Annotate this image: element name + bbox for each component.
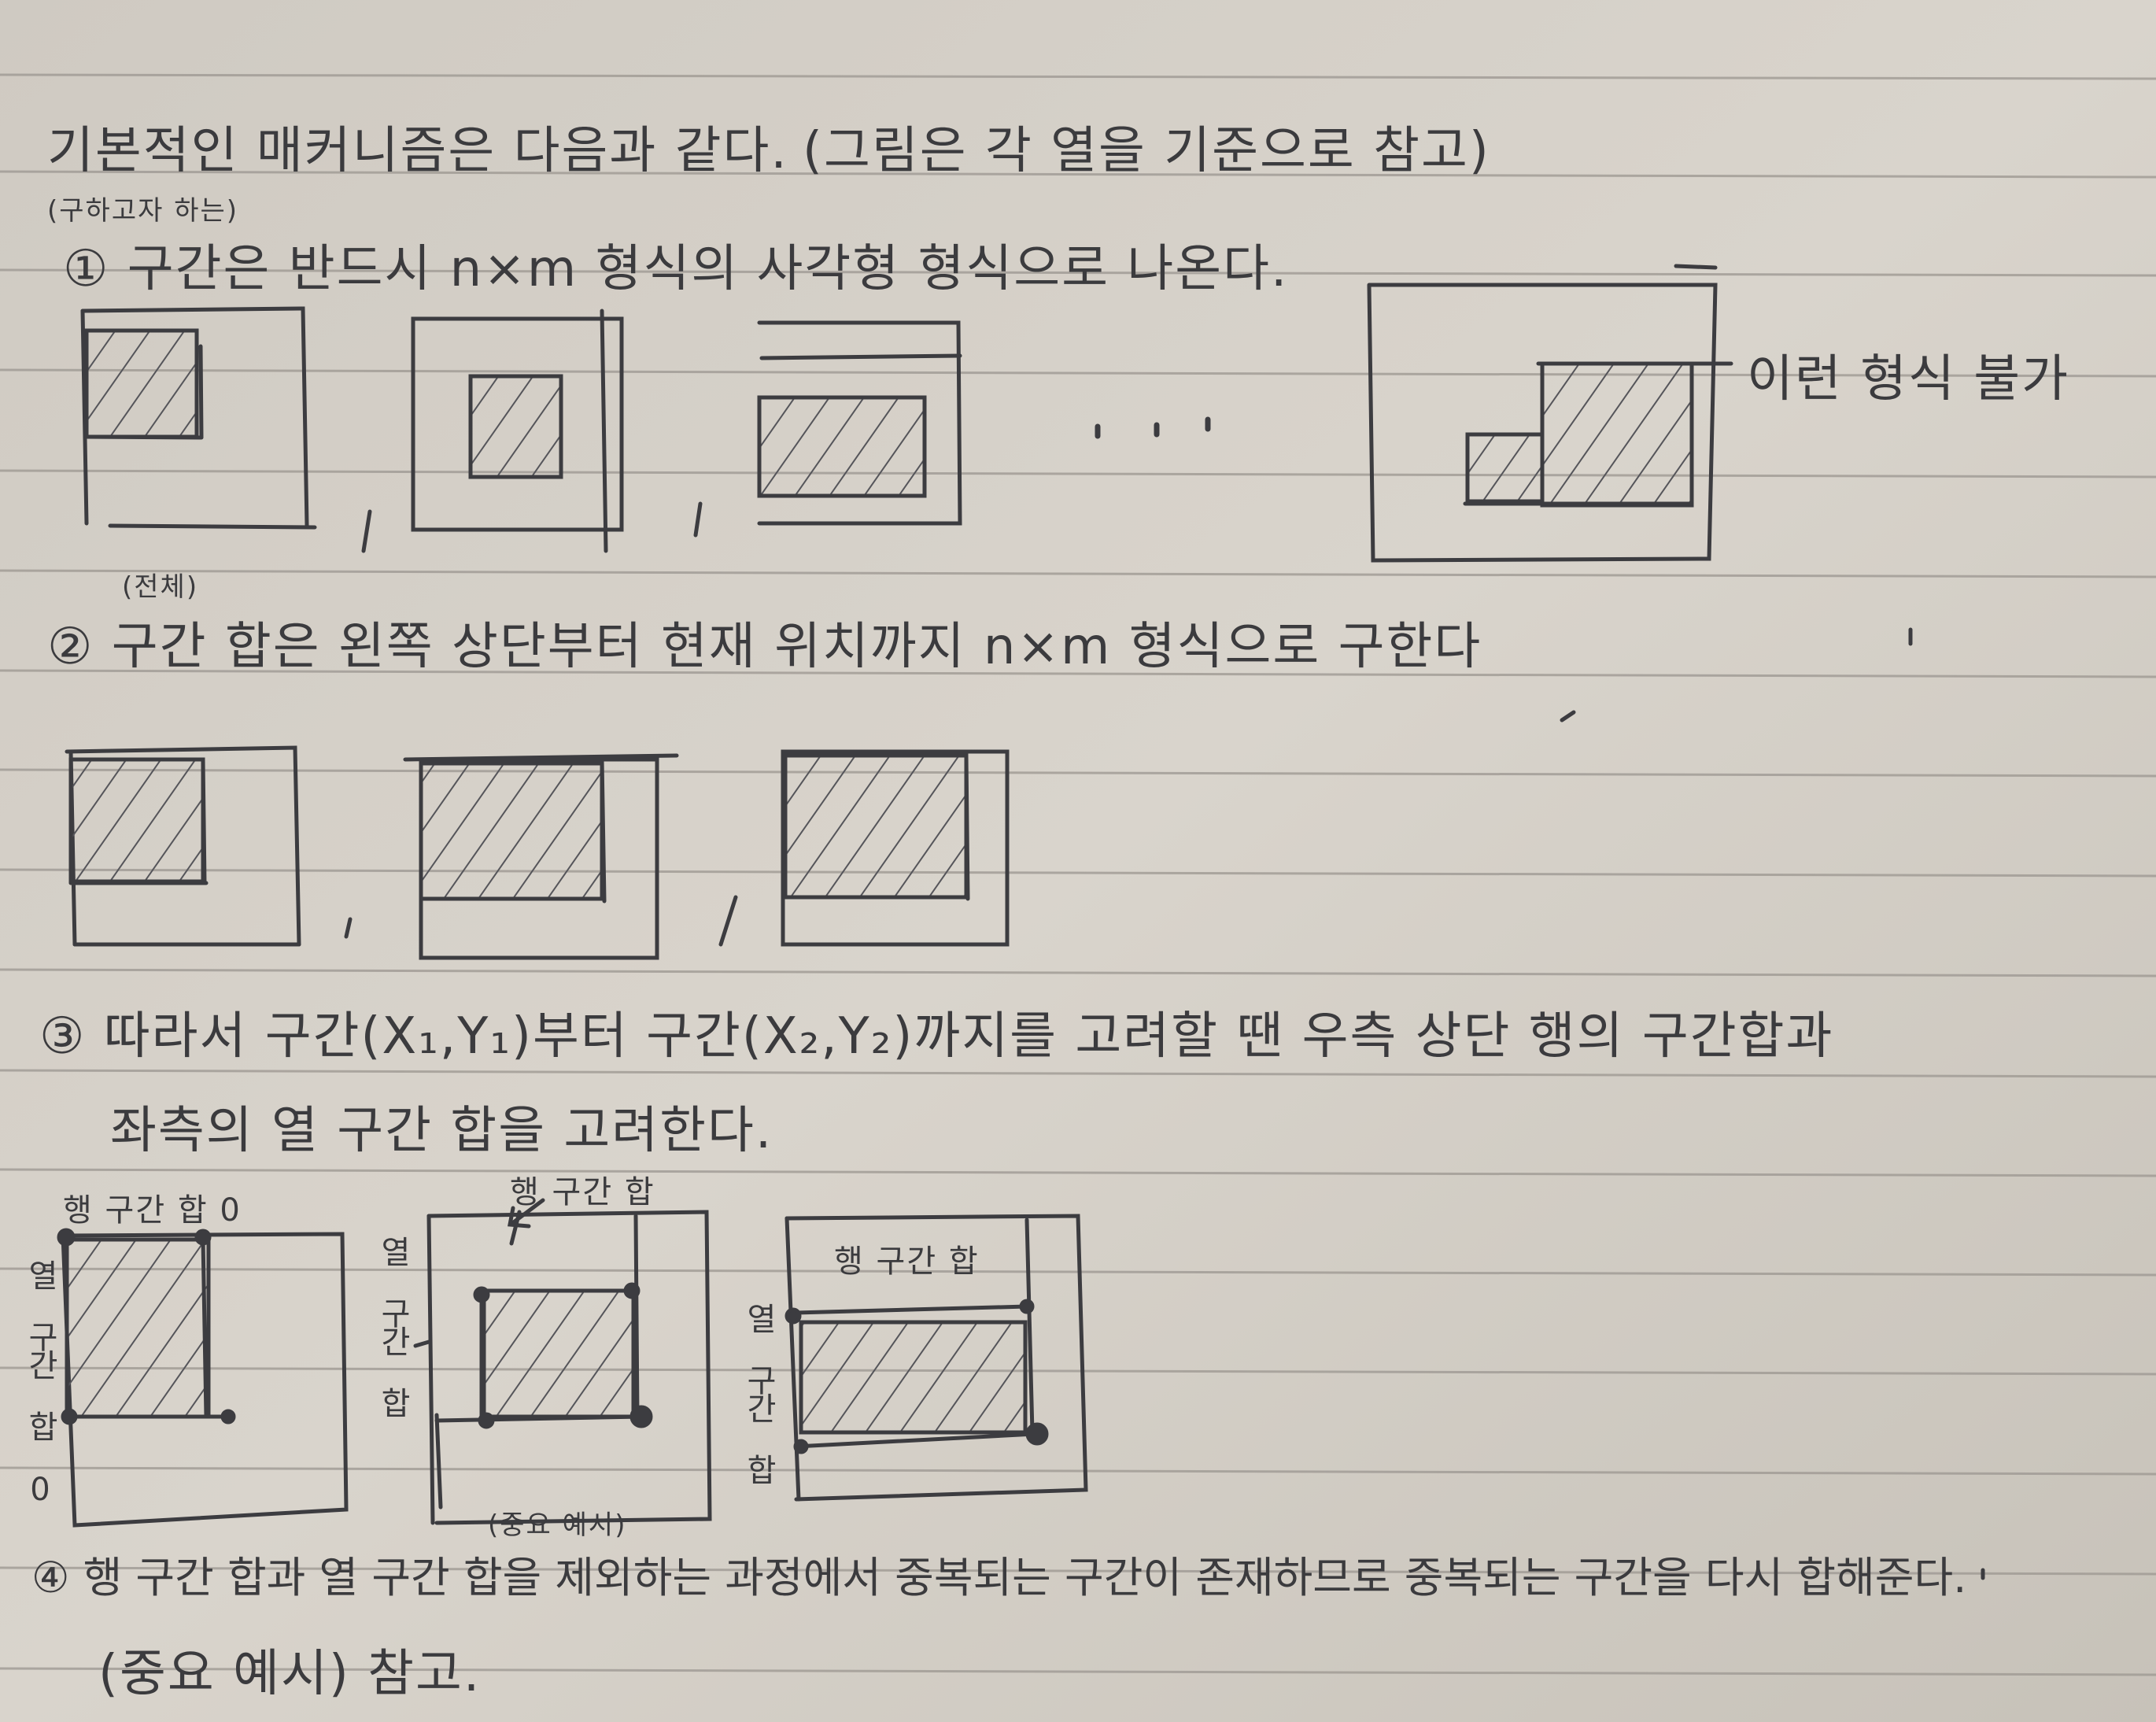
step4-line1: ④ 행 구간 합과 열 구간 합을 제외하는 과정에서 중복되는 구간이 존재하… bbox=[31, 1553, 1967, 1602]
label-important: (중요 예시) bbox=[488, 1510, 627, 1541]
diagram-3-3 bbox=[785, 1214, 1088, 1502]
diagram-3-1-dots bbox=[57, 1228, 236, 1425]
diagram-3-2 bbox=[426, 1210, 712, 1525]
arrow-col-sum bbox=[413, 1340, 431, 1348]
caption-whole: (전체) bbox=[122, 571, 199, 603]
label-col-sum-3: 열 구간 합 bbox=[740, 1303, 777, 1482]
ruled-lines bbox=[0, 73, 2156, 1676]
label-col-sum-2: 열 구간 합 bbox=[375, 1236, 411, 1415]
step3-line2: 좌측의 열 구간 합을 고려한다. bbox=[110, 1102, 773, 1160]
label-row-zero: 행 구간 합 0 bbox=[63, 1192, 242, 1229]
invalid-label: 이런 형식 불가 bbox=[1747, 350, 2069, 408]
ellipsis-dots bbox=[1095, 416, 1211, 439]
step2-text: ② 구간 합은 왼쪽 상단부터 현재 위치까지 n×m 형식으로 구한다 bbox=[47, 618, 1482, 676]
step3-line1: ③ 따라서 구간(X₁,Y₁)부터 구간(X₂,Y₂)까지를 고려할 땐 우측 … bbox=[39, 1007, 1834, 1066]
heading-note: (그림은 각 열을 기준으로 참고) bbox=[803, 122, 1490, 180]
step1-prefix: (구하고자 하는) bbox=[47, 195, 239, 227]
diagram-2-2 bbox=[403, 753, 738, 960]
diagram-2-3 bbox=[781, 749, 1010, 947]
label-row-sum-3: 행 구간 합 bbox=[834, 1243, 980, 1280]
diagram-3-2-dots bbox=[473, 1282, 653, 1429]
diagram-2-1 bbox=[65, 745, 353, 947]
diagram-1-2 bbox=[361, 309, 624, 553]
label-col-zero: 열 구간 합 0 bbox=[22, 1259, 58, 1505]
diagram-3-3-dots bbox=[785, 1299, 1049, 1454]
arrow-row-sum bbox=[508, 1198, 545, 1229]
diagram-1-1 bbox=[80, 306, 317, 530]
invalid-shape-diagram bbox=[1367, 264, 1733, 563]
diagram-1-3 bbox=[693, 320, 962, 538]
label-row-sum-2: 행 구간 합 bbox=[510, 1174, 655, 1210]
heading-text: 기본적인 매커니즘은 다음과 같다. bbox=[47, 122, 788, 180]
step4-line2: (중요 예시) 참고. bbox=[98, 1645, 482, 1703]
diagram-3-1 bbox=[61, 1232, 349, 1528]
step1-text: ① 구간은 반드시 n×m 형식의 사각형 형식으로 나온다. bbox=[63, 240, 1289, 298]
